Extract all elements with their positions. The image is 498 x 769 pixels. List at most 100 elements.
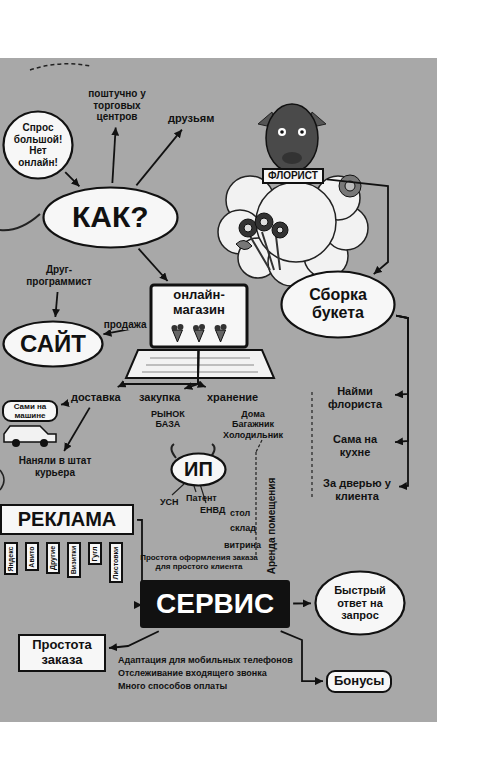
note-text: Патент (186, 493, 217, 503)
note-text: склад (230, 523, 256, 533)
node-text: РЫНОК (151, 409, 185, 419)
node-text: Багажник (223, 419, 283, 429)
connector-arrow (327, 179, 388, 274)
ad-column: Визитки (67, 542, 81, 578)
connector-arrow (139, 249, 168, 281)
bouquet-circle: Сборка букета (280, 270, 396, 339)
side-line (0, 470, 4, 490)
connector-arrow (55, 292, 57, 317)
ip-badge: ИП (170, 452, 227, 487)
node-text: За дверью у клиента (319, 477, 395, 502)
ad-column: Листовки (109, 542, 123, 583)
option-text: Найми флориста (318, 384, 392, 411)
node-text: КАК? (72, 200, 149, 235)
node-text: БАЗА (151, 419, 185, 429)
bonus-box: Бонусы (326, 670, 392, 693)
question-cloud: КАК? (42, 186, 179, 249)
node-text: Сама на кухне (319, 433, 391, 458)
connector-arrow (64, 408, 90, 451)
note-text: УСН (160, 497, 179, 507)
service-box: СЕРВИС (140, 580, 290, 628)
note-text: Много способов оплаты (118, 681, 227, 691)
node-text: Дома (223, 409, 283, 419)
option-text: За дверью у клиента (318, 476, 396, 503)
branch-text: доставка (70, 390, 122, 405)
node-text: Наняли в штат курьера (11, 455, 99, 478)
node-text: ИП (184, 458, 213, 481)
node-text: Листовки (112, 546, 120, 579)
node-text: Найми флориста (319, 385, 391, 410)
node-text: Яндекс (7, 546, 15, 571)
ad-column: Другие (46, 542, 60, 574)
node-text: Сами на машине (5, 402, 55, 420)
note-text: витрина (224, 540, 261, 550)
option-text: Друг-программист (18, 262, 100, 289)
ad-column: Гугл (88, 542, 102, 565)
connector-arrow (65, 172, 79, 186)
node-text: Бонусы (334, 674, 384, 689)
car-icon (4, 426, 56, 447)
connector-arrow (136, 130, 182, 186)
node-text: друзьям (168, 112, 214, 125)
note-text: ЕНВД (200, 505, 225, 515)
option-text: Наняли в штат курьера (10, 454, 100, 479)
node-text: Простота заказа (22, 638, 102, 668)
connector-arrow (109, 631, 159, 648)
option-text: Сама на кухне (318, 432, 392, 459)
list-text: РЫНОКБАЗА (150, 408, 186, 431)
connector-arrow (395, 316, 408, 442)
ad-banner: РЕКЛАМА (0, 504, 134, 535)
grey-panel (0, 58, 437, 722)
node-text: Спрос большой! Нет онлайн! (10, 122, 66, 168)
dashed-arrow (30, 64, 90, 70)
order-box: Простота заказа (18, 634, 106, 672)
connector-arrow (112, 128, 115, 184)
node-text: доставка (71, 391, 121, 404)
note-text: Отслеживание входящего звонка (118, 668, 267, 678)
sheep-florist (218, 104, 368, 286)
answer-circle: Быстрый ответ на запрос (314, 570, 406, 636)
node-text: Другие (49, 546, 57, 570)
node-text: Друг-программист (20, 264, 98, 287)
node-text: Авито (28, 546, 36, 567)
node-text: СЕРВИС (156, 588, 274, 620)
branch-text: хранение (206, 390, 259, 405)
car-tag: Сами на машине (2, 400, 58, 422)
connector-arrow (184, 351, 198, 389)
vertical-note: Аренда помещения (266, 478, 278, 575)
note-text: Простота оформления заказа для простого … (140, 553, 258, 571)
node-text: Холодильник (223, 430, 283, 440)
node-text: Сборка букета (292, 286, 384, 323)
keyboard-keys (142, 358, 258, 372)
laptop-screen: онлайн-магазин (150, 284, 248, 348)
edge-label: продажа (102, 319, 149, 330)
node-text: РЕКЛАМА (4, 508, 130, 531)
node-text: поштучно у торговых центров (74, 88, 160, 123)
branch-text: закупка (138, 390, 181, 405)
swirl-line (0, 214, 40, 230)
connector-arrow (198, 351, 206, 387)
ad-column: Авито (25, 542, 39, 571)
node-text: САЙТ (20, 330, 86, 358)
connector-arrow (61, 403, 67, 404)
connector-arrow (118, 351, 199, 387)
node-text: хранение (207, 391, 258, 404)
note-text: стол (230, 508, 250, 518)
option-text: друзьям (166, 110, 216, 127)
list-text: ДомаБагажникХолодильник (222, 408, 284, 441)
node-text: Визитки (70, 546, 78, 574)
node-text: онлайн-магазин (154, 288, 244, 318)
dashed-bracket (311, 392, 312, 500)
connector-arrow (396, 316, 408, 487)
option-text: поштучно у торговых центров (72, 86, 162, 125)
storage-line (256, 440, 262, 555)
scarf-band: ФЛОРИСТ (262, 168, 324, 184)
node-text: Быстрый ответ на запрос (324, 584, 396, 622)
note-text: Адаптация для мобильных телефонов (118, 655, 293, 665)
ad-column: Яндекс (4, 542, 18, 575)
laptop-keyboard (126, 350, 274, 378)
node-text: ФЛОРИСТ (268, 170, 318, 182)
connector-arrow (395, 316, 408, 395)
site-cloud: САЙТ (2, 320, 104, 368)
